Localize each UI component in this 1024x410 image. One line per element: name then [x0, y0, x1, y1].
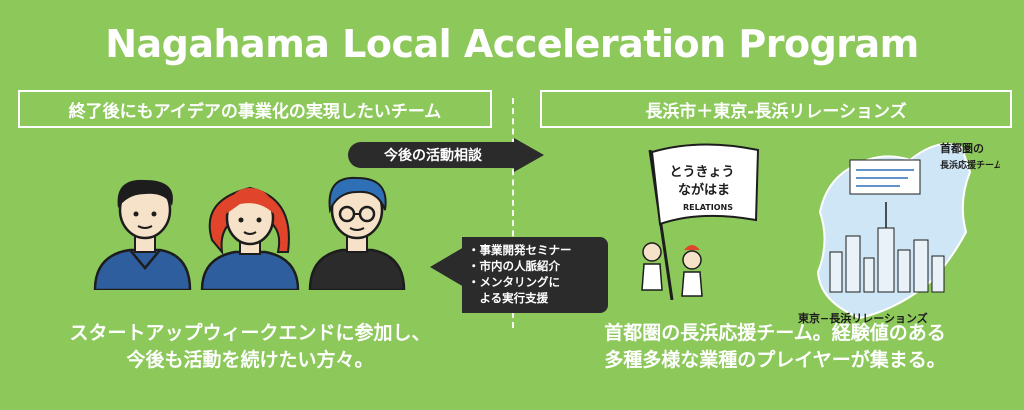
support-item: ・メンタリングに	[468, 275, 560, 289]
support-list: ・事業開発セミナー ・市内の人脈紹介 ・メンタリングに よる実行支援	[462, 237, 608, 313]
target-description: スタートアップウィークエンドに参加し、 今後も活動を続けたい方々。	[20, 320, 480, 374]
support-arrow: ・事業開発セミナー ・市内の人脈紹介 ・メンタリングに よる実行支援	[430, 237, 610, 315]
target-team-box: 終了後にもアイデアの事業化の実現したいチーム	[18, 90, 492, 128]
person-glasses-icon	[308, 176, 406, 290]
relations-poster: 首都圏の 長浜応援チーム 東京−長浜リレーションズ	[798, 141, 1000, 325]
consultation-arrow-label: 今後の活動相談	[348, 142, 518, 168]
center-divider	[512, 98, 514, 328]
poster-caption: 東京−長浜リレーションズ	[798, 311, 928, 325]
support-item: ・市内の人脈紹介	[468, 259, 560, 273]
support-item: よる実行支援	[468, 291, 549, 305]
person-man-icon	[93, 179, 192, 290]
team-members-illustration	[93, 176, 406, 290]
arrow-left-head	[430, 247, 464, 287]
person-woman-icon	[200, 186, 300, 290]
target-description-line: 今後も活動を続けたい方々。	[126, 349, 374, 371]
poster-title-2: 長浜応援チーム	[940, 159, 1000, 171]
flag-line-1: とうきょう	[669, 165, 734, 180]
target-description-line: スタートアップウィークエンドに参加し、	[69, 322, 431, 344]
partner-description-line: 首都圏の長浜応援チーム。経験値のある	[604, 322, 946, 344]
support-item: ・事業開発セミナー	[468, 243, 572, 257]
arrow-right-head	[514, 138, 544, 172]
consultation-arrow: 今後の活動相談	[348, 138, 546, 172]
partner-box: 長浜市＋東京-長浜リレーションズ	[540, 90, 1012, 128]
partner-description: 首都圏の長浜応援チーム。経験値のある 多種多様な業種のプレイヤーが集まる。	[540, 320, 1010, 374]
page-title: Nagahama Local Acceleration Program	[105, 22, 919, 66]
flag-line-3: RELATIONS	[683, 203, 733, 212]
flag-line-2: ながはま	[678, 182, 730, 198]
flag-illustration: とうきょう ながはま RELATIONS	[641, 143, 760, 300]
partner-description-line: 多種多様な業種のプレイヤーが集まる。	[604, 349, 946, 371]
poster-title-1: 首都圏の	[940, 141, 984, 155]
